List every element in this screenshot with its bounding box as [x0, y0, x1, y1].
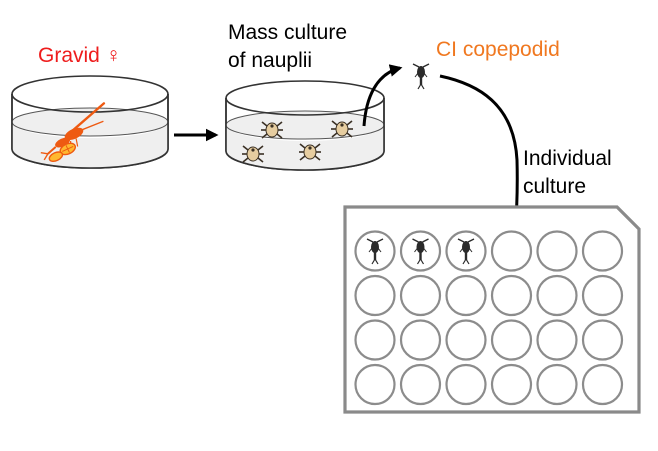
ci-copepodid-label: CI copepodid — [436, 38, 560, 61]
arrow-to-copepodid — [362, 64, 403, 127]
well-r4-c1 — [354, 363, 396, 406]
well-r2-c2 — [399, 274, 442, 317]
mass-culture-label-line1: Mass culture — [228, 21, 348, 44]
well-r4-c5 — [536, 363, 578, 406]
well-r1-c6 — [581, 230, 624, 272]
nauplius-4 — [298, 143, 322, 161]
well-r4-c3 — [445, 363, 487, 406]
well-r3-c3 — [445, 319, 487, 361]
well-r2-c3 — [445, 274, 487, 317]
nauplius-3 — [241, 145, 265, 163]
well-r4-c2 — [399, 363, 442, 406]
well-r4-c6 — [581, 363, 624, 406]
mass-culture-label-line2: of nauplii — [228, 49, 313, 72]
well-grid — [354, 230, 624, 406]
well-r1-c4 — [490, 230, 533, 272]
well-r3-c6 — [581, 319, 624, 361]
individual-culture-label-line1: Individual — [523, 147, 612, 170]
well-r3-c1 — [354, 319, 396, 361]
well-r2-c5 — [536, 274, 578, 317]
nauplius-2 — [330, 120, 354, 138]
well-r3-c5 — [536, 319, 578, 361]
well-r1-c5 — [536, 230, 578, 272]
well-r2-c1 — [354, 274, 396, 317]
well-r3-c2 — [399, 319, 442, 361]
well-r4-c4 — [490, 363, 533, 406]
well-r3-c4 — [490, 319, 533, 361]
well-r2-c6 — [581, 274, 624, 317]
ci-copepodid-icon — [412, 63, 430, 90]
nauplius-1 — [260, 121, 284, 139]
gravid-female-label: Gravid ♀ — [38, 44, 122, 67]
well-r2-c4 — [490, 274, 533, 317]
gravid-female-copepod — [40, 102, 106, 163]
petri-dish-gravid — [11, 75, 169, 169]
individual-culture-label-line2: culture — [523, 175, 587, 198]
